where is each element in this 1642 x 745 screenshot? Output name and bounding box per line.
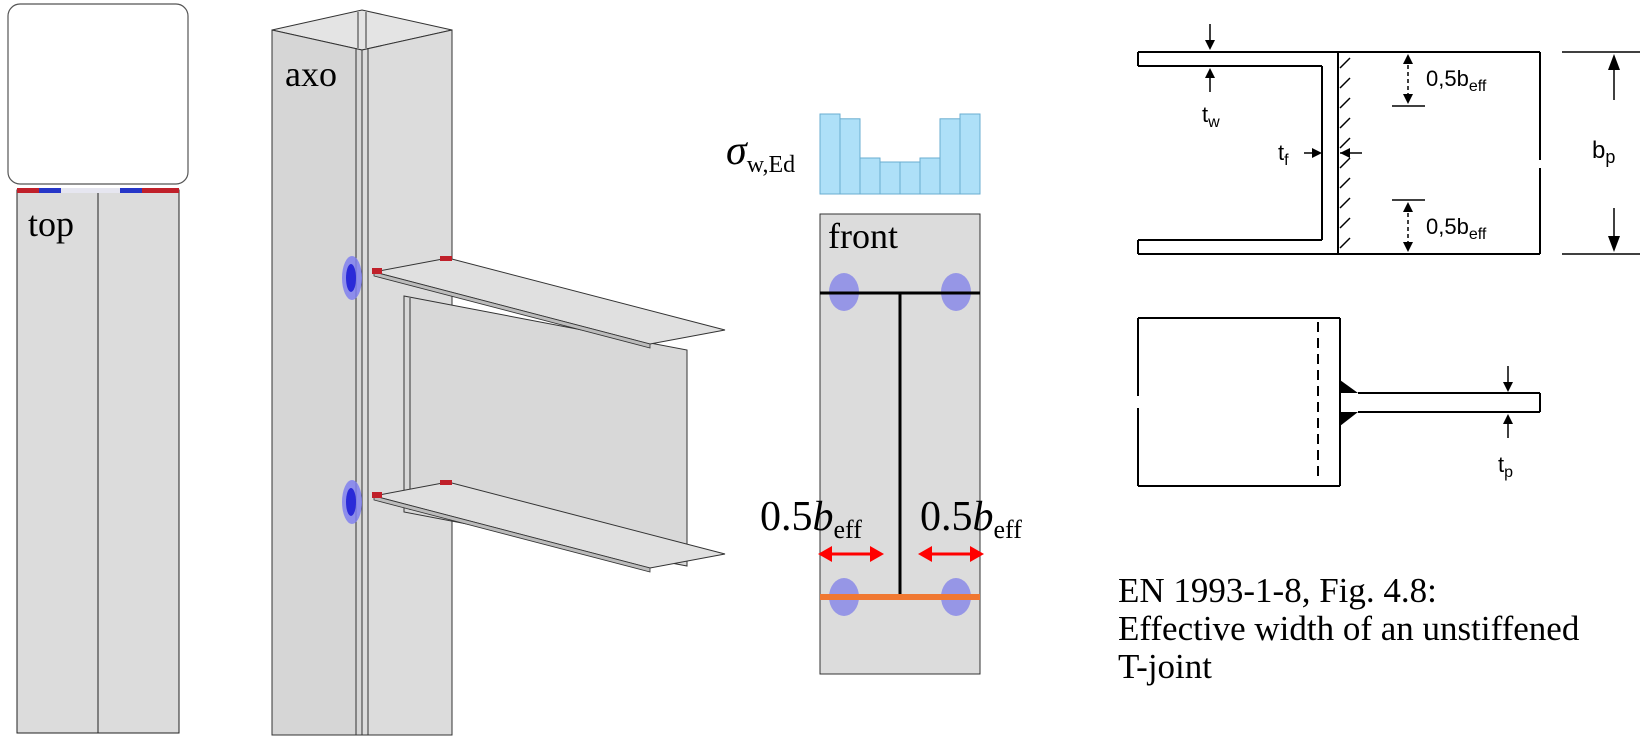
top-view-stress-strip (17, 188, 179, 193)
stress-bar (859, 157, 881, 195)
stress-bar (939, 118, 961, 195)
standard-drawing-plan-labels: tw tf 0,5beff 0,5beff bp (1202, 66, 1615, 243)
stress-bar (899, 161, 921, 195)
caption-line-1: EN 1993-1-8, Fig. 4.8: (1118, 571, 1437, 610)
caption-line-2: Effective width of an unstiffened (1118, 609, 1580, 648)
front-view-label: front (828, 216, 898, 256)
figure-caption: EN 1993-1-8, Fig. 4.8: Effective width o… (1118, 572, 1638, 686)
stress-bar (959, 113, 981, 195)
top-view-plate (7, 3, 189, 185)
beff-label-left: 0.5beff (760, 494, 862, 544)
standard-drawing-section (1137, 317, 1541, 487)
beff-arrow-right (918, 546, 984, 562)
stress-symbol: σw,Ed (726, 128, 795, 178)
stress-bar (839, 118, 861, 195)
top-view-label: top (28, 204, 74, 244)
front-view: 0.5beff 0.5beff front (760, 213, 1022, 675)
stress-bar (919, 157, 941, 195)
label-t-f: tf (1278, 140, 1289, 169)
label-beff-bottom: 0,5beff (1426, 214, 1487, 243)
label-beff-top: 0,5beff (1426, 66, 1487, 95)
stress-bar (819, 113, 841, 195)
top-view: top (7, 3, 189, 734)
label-t-p: tp (1498, 452, 1513, 481)
beff-label-right: 0.5beff (920, 494, 1022, 544)
label-t-w: tw (1202, 102, 1220, 131)
axo-view: axo (271, 9, 726, 736)
standard-drawing-plan (1137, 24, 1640, 255)
caption-line-3: T-joint (1118, 647, 1212, 686)
stress-diagram: σw,Ed (726, 113, 981, 195)
label-b-p: bp (1592, 137, 1615, 167)
beff-arrow-left (818, 546, 884, 562)
axo-view-label: axo (285, 54, 337, 94)
stress-bars (819, 113, 981, 195)
stress-bar (879, 161, 901, 195)
axo-column-left-face (271, 29, 363, 736)
